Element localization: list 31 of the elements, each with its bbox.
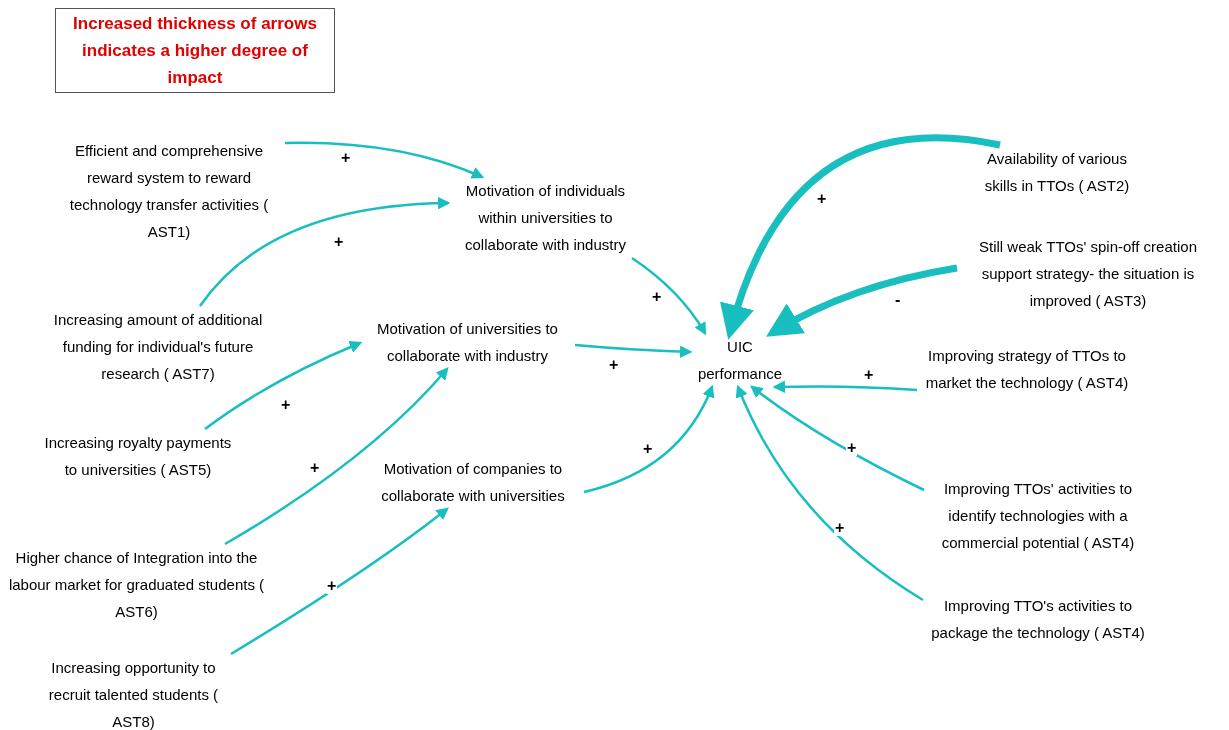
arrow [285, 141, 485, 179]
arrow [574, 343, 693, 358]
factor-text: Efficient and comprehensive reward system to reward technology transfer activities ( AST1) [53, 137, 285, 245]
factor-text: Still weak TTOs' spin-off creation support strategy- the situation is improved ( AST3) [957, 233, 1219, 314]
arrow [765, 264, 958, 337]
arrow [721, 134, 1001, 340]
factor-text: Higher chance of Integration into the labour market for graduated students ( AST6) [8, 544, 265, 625]
factor-text: Increasing royalty payments to universities ( AST5) [40, 429, 236, 483]
factor-text: Increasing opportunity to recruit talented students ( AST8) [36, 654, 231, 730]
factor-text: Motivation of universities to collaborate with industry [360, 315, 575, 369]
edge-label: + [846, 440, 858, 456]
edge-label: + [834, 520, 846, 536]
factor-text: Improving TTO's activities to package the technology ( AST4) [923, 592, 1153, 646]
arrow [750, 385, 925, 492]
arrow [631, 256, 707, 336]
arrow [736, 384, 924, 602]
factor-text: UIC performance [690, 333, 790, 387]
arrow [772, 380, 918, 393]
factor-text: Motivation of companies to collaborate with universities [362, 455, 584, 509]
arrow [199, 197, 451, 307]
factor-text: Improving strategy of TTOs to market the technology ( AST4) [917, 342, 1137, 396]
arrow [230, 507, 449, 656]
note-box: Increased thickness of arrows indicates a higher degree of impact [55, 8, 335, 93]
arrow [224, 367, 449, 546]
factor-text: Increasing amount of additional funding for individual's future research ( AST7) [34, 306, 282, 387]
factor-text: Availability of various skills in TTOs ( AST2) [971, 145, 1143, 199]
factor-text: Improving TTOs' activities to identify technologies with a commercial potential ( AST4) [924, 475, 1152, 556]
factor-text: Motivation of individuals within universities to collaborate with industry [448, 177, 643, 258]
arrow [583, 384, 714, 494]
arrow [204, 341, 363, 430]
edge-label: + [326, 578, 338, 594]
